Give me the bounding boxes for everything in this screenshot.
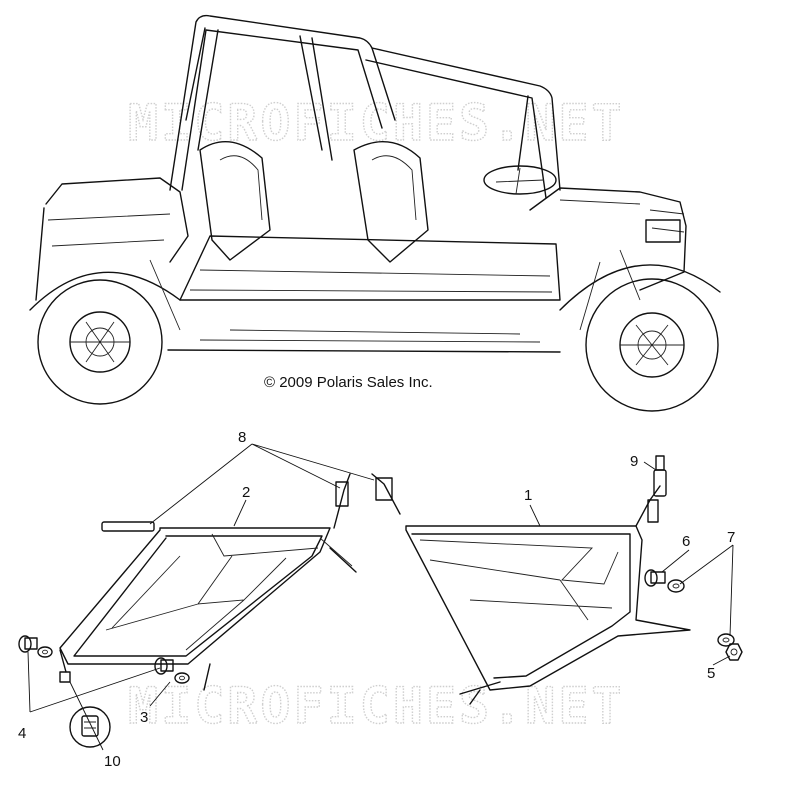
callout-3: 3 — [140, 709, 148, 726]
watermark-bottom: MICROFICHES.NET — [128, 677, 625, 735]
part-10-detail — [59, 671, 111, 748]
vehicle-illustration — [29, 14, 721, 412]
callout-8: 8 — [238, 429, 246, 446]
leader-lines — [27, 443, 734, 751]
callout-5: 5 — [707, 665, 715, 682]
callout-labels: 1 2 3 4 5 6 7 8 9 10 — [18, 429, 735, 770]
callout-4: 4 — [18, 725, 26, 742]
part-4-bolt-washer — [18, 635, 53, 658]
part-5-nut — [725, 643, 743, 661]
part-9-latch — [653, 455, 667, 497]
callout-7: 7 — [727, 529, 735, 546]
callout-1: 1 — [524, 487, 532, 504]
part-6-bolt — [644, 569, 666, 587]
part-3-bolt-washer — [154, 657, 190, 684]
callout-9: 9 — [630, 453, 638, 470]
callout-2: 2 — [242, 484, 250, 501]
part-7-washers — [667, 579, 735, 647]
door-frame-left — [59, 473, 357, 691]
copyright-text: © 2009 Polaris Sales Inc. — [264, 374, 433, 391]
door-frame-right — [371, 473, 691, 705]
callout-10: 10 — [104, 753, 121, 770]
callout-6: 6 — [682, 533, 690, 550]
